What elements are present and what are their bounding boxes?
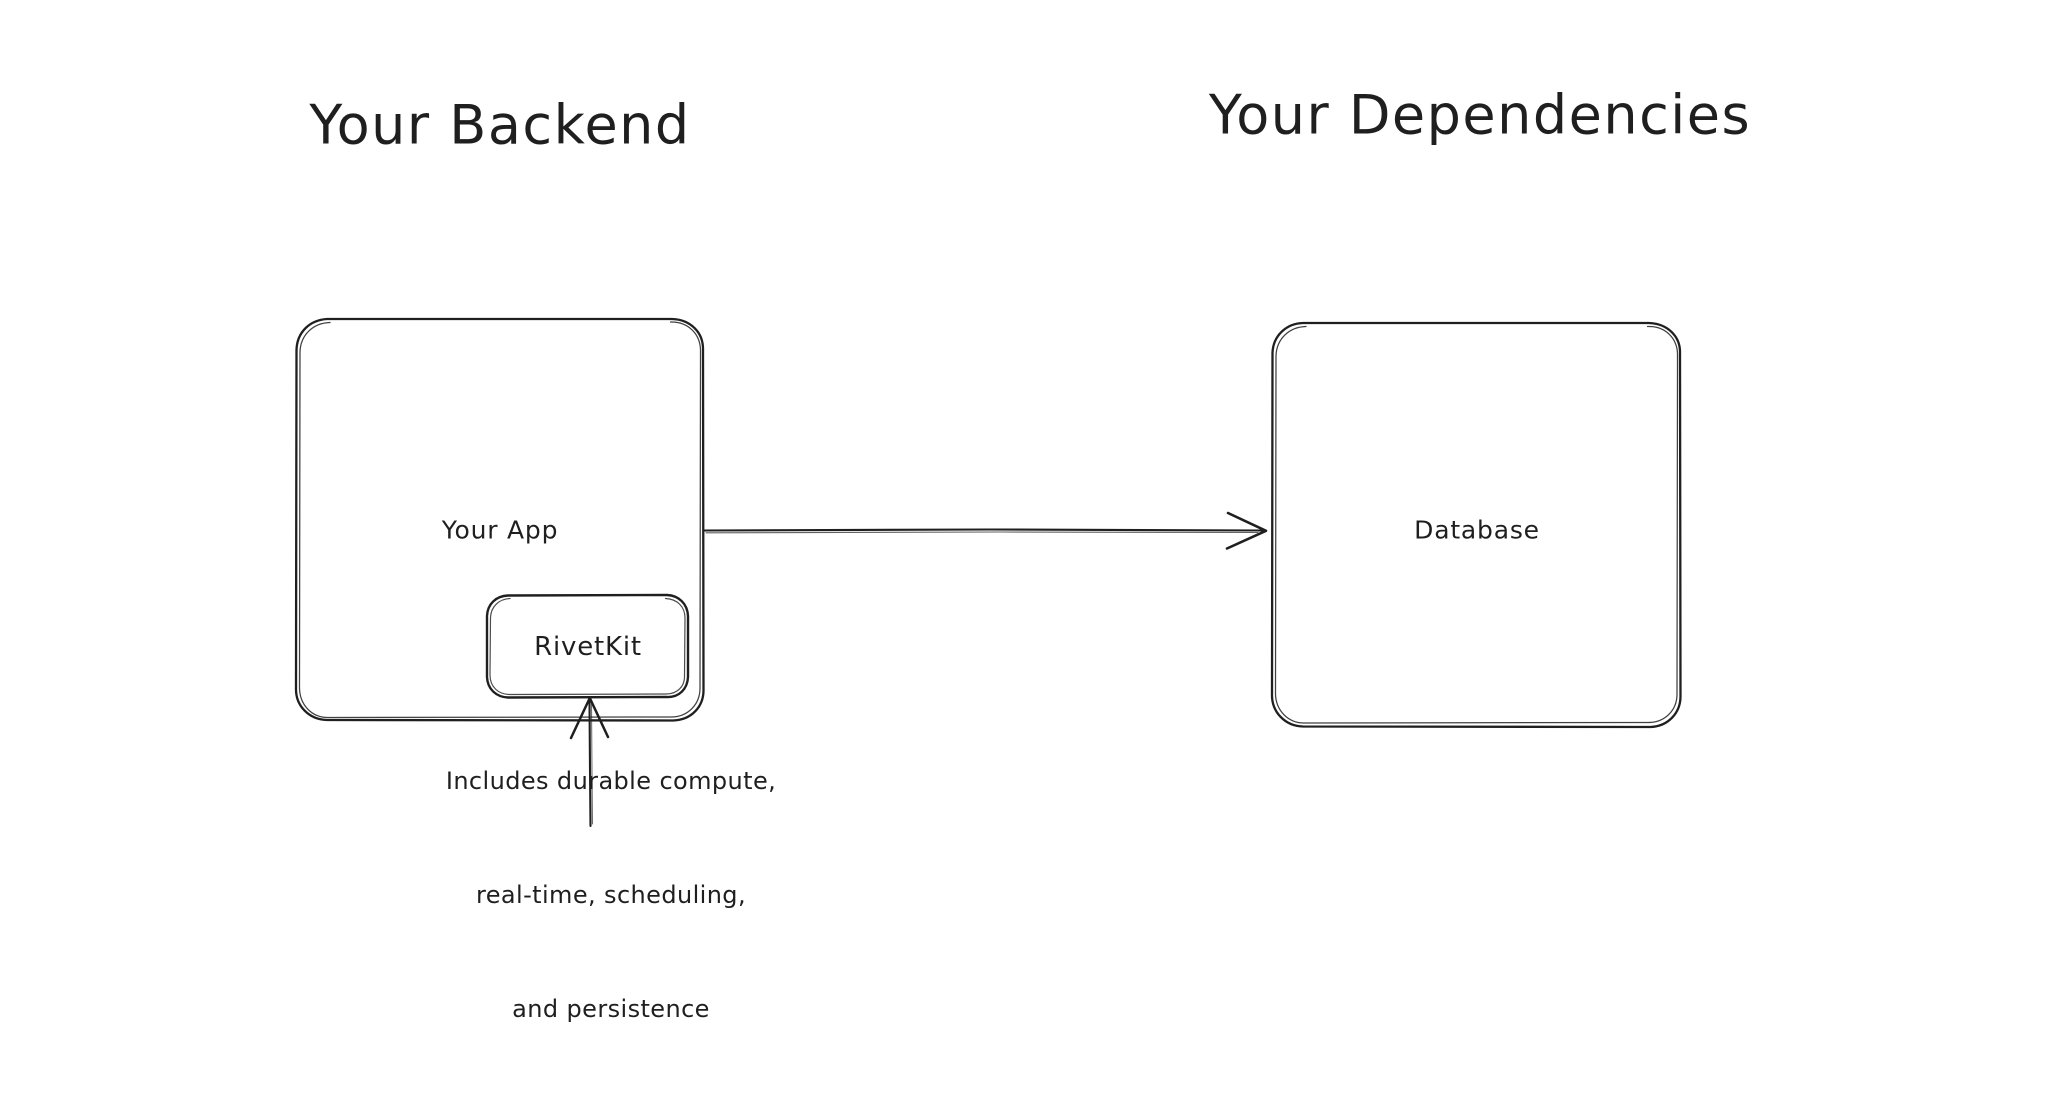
your-app-box[interactable] <box>294 317 705 722</box>
node-label-your-app: Your App <box>441 515 559 545</box>
database-box[interactable] <box>1270 321 1682 729</box>
arrow-caption-to-rivetkit[interactable] <box>569 696 610 828</box>
node-label-rivetkit: RivetKit <box>534 632 642 662</box>
arrow-app-to-database[interactable] <box>702 511 1268 550</box>
caption-annotation: Includes durable compute, real-time, sch… <box>446 686 776 1104</box>
caption-line-1: Includes durable compute, <box>445 767 777 795</box>
rivetkit-box[interactable] <box>485 593 690 699</box>
section-title-dependencies: Your Dependencies <box>1208 83 1752 147</box>
section-title-backend: Your Backend <box>309 93 691 157</box>
caption-line-2: real-time, scheduling, <box>476 881 746 909</box>
caption-line-3: and persistence <box>512 995 710 1023</box>
diagram-canvas: Your Backend Your Dependencies Your App … <box>294 83 1752 1023</box>
diagram-sketch-layer <box>294 317 1682 828</box>
node-label-database: Database <box>1414 515 1540 545</box>
